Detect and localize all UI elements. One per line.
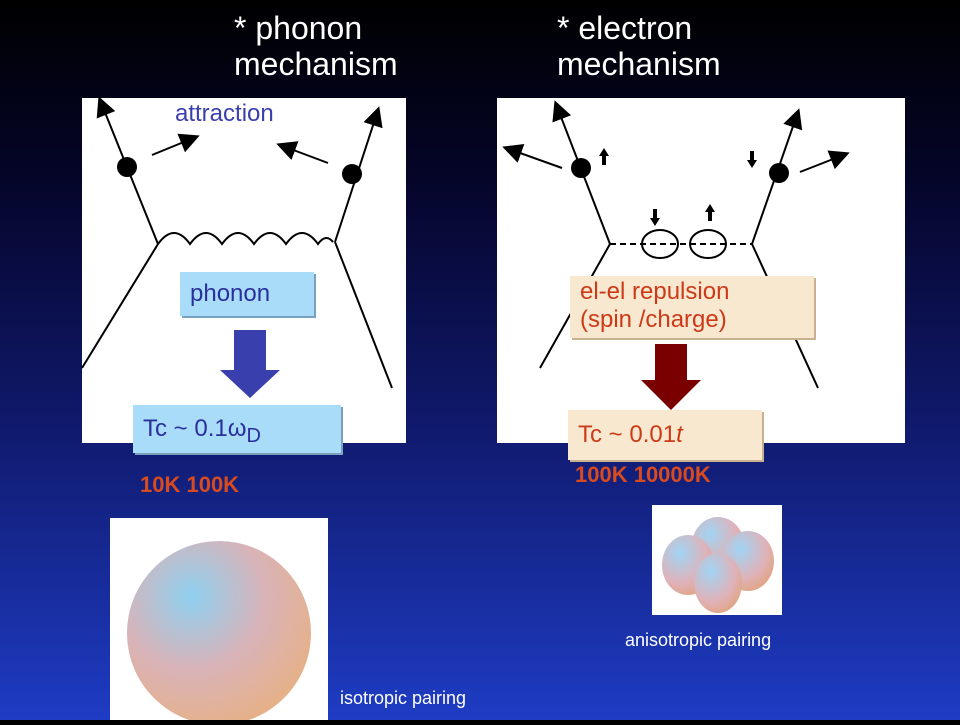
- repulsion-box: el-el repulsion (spin /charge): [570, 276, 814, 338]
- isotropic-caption: isotropic pairing: [340, 688, 467, 708]
- phonon-box: phonon: [180, 272, 314, 316]
- electron-electron-left: [571, 158, 591, 178]
- repulsion-line1: el-el repulsion: [580, 278, 730, 305]
- isotropic-pairing-image: [110, 518, 328, 725]
- electron-electron-right: [769, 163, 789, 183]
- phonon-tc-range-text: 10K 100K: [140, 472, 240, 497]
- anisotropic-caption: anisotropic pairing: [625, 630, 772, 650]
- anisotropic-pairing-image: [652, 505, 782, 615]
- attraction-label: attraction: [175, 100, 274, 127]
- electron-tc-text: Tc ~ 0.01: [578, 421, 677, 448]
- phonon-title-line1: * phonon: [234, 10, 363, 46]
- phonon-tc-subscript: D: [246, 424, 261, 447]
- phonon-tc-range: 10K 100K: [140, 472, 239, 498]
- phonon-electron-right: [342, 164, 362, 184]
- electron-tc-var: t: [676, 421, 683, 448]
- electron-title-line2: mechanism: [557, 46, 721, 82]
- phonon-down-arrow: [220, 330, 280, 398]
- electron-title-line1: * electron: [557, 10, 693, 46]
- phonon-tc-box: Tc ~ 0.1ωD: [133, 405, 341, 453]
- repulsion-line2: (spin /charge): [580, 306, 727, 333]
- electron-title: * electron mechanism: [557, 10, 721, 82]
- electron-tc-range: 100K 10000K: [575, 462, 711, 488]
- spin-arrows: [599, 148, 757, 226]
- phonon-title-line2: mechanism: [234, 46, 398, 82]
- electron-tc-box: Tc ~ 0.01t: [568, 410, 762, 460]
- phonon-title: * phonon mechanism: [234, 10, 398, 82]
- electron-down-arrow: [641, 344, 701, 410]
- electron-tc-range-text: 100K 10000K: [575, 462, 711, 487]
- d-wave-graphic: [662, 517, 774, 613]
- phonon-tc-text: Tc ~ 0.1ω: [143, 415, 247, 442]
- sphere-graphic: [127, 541, 311, 725]
- phonon-electron-left: [117, 157, 137, 177]
